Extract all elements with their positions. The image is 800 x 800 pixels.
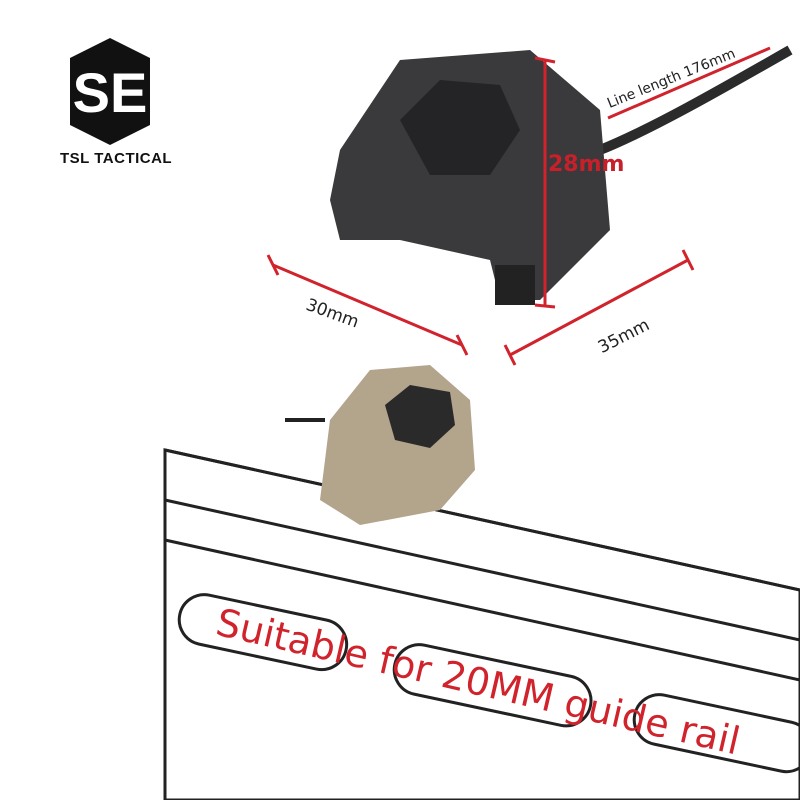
tan-pressure-switch	[285, 365, 475, 525]
cable	[598, 45, 793, 155]
black-pressure-switch	[330, 50, 610, 305]
dimension-lines	[266, 46, 771, 366]
svg-text:SE: SE	[73, 61, 148, 124]
height-label: 28mm	[548, 152, 625, 177]
brand-name: TSL TACTICAL	[60, 150, 173, 167]
brand-logo: SE	[70, 38, 150, 145]
picatinny-rail	[163, 448, 800, 800]
